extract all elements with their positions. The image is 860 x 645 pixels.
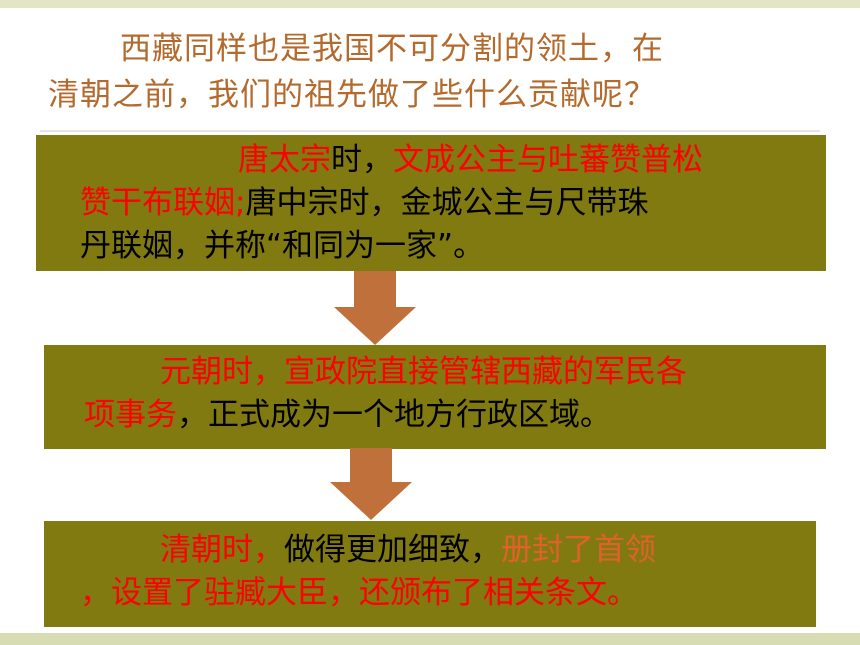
- qing-line-2: ，设置了驻臧大臣，还颁布了相关条文。: [80, 572, 656, 615]
- question-line-2: 清朝之前，我们的祖先做了些什么贡献呢？: [48, 77, 656, 113]
- yuan-line-1: 元朝时，宣政院直接管辖西藏的军民各: [84, 351, 687, 394]
- divider-line: [40, 130, 820, 132]
- question-text: 西藏同样也是我国不可分割的领土，在 清朝之前，我们的祖先做了些什么贡献呢？: [48, 26, 808, 118]
- down-arrow-icon: [334, 271, 416, 345]
- qing-text: 清朝时，: [160, 532, 284, 568]
- tang-line-2: 赞干布联姻;唐中宗时，金城公主与尺带珠: [80, 185, 649, 221]
- qing-line-1: 清朝时，做得更加细致，册封了首领: [160, 532, 656, 568]
- tang-line-1: 唐太宗时，文成公主与吐蕃赞普松: [238, 142, 703, 178]
- qing-dynasty-box: 清朝时，做得更加细致，册封了首领 ，设置了驻臧大臣，还颁布了相关条文。: [44, 521, 816, 627]
- yuan-line-2: 项事务，正式成为一个地方行政区域。: [84, 397, 611, 433]
- yuan-text: 元朝时，: [160, 354, 284, 390]
- wencheng-text: 文成公主与吐蕃赞普松: [393, 142, 703, 178]
- tang-line-3: 丹联姻，并称“和同为一家”。: [80, 228, 485, 264]
- tang-taizong-text: 唐太宗: [238, 142, 331, 178]
- tang-dynasty-box: 唐太宗时，文成公主与吐蕃赞普松 赞干布联姻;唐中宗时，金城公主与尺带珠 丹联姻，…: [36, 135, 826, 271]
- zhuzang-text: ，设置了驻臧大臣，还颁布了相关条文。: [80, 575, 638, 611]
- top-decor-band: [0, 0, 860, 8]
- bottom-decor-band: [0, 633, 860, 645]
- question-line-1: 西藏同样也是我国不可分割的领土，在: [120, 31, 664, 67]
- down-arrow-icon: [330, 448, 412, 520]
- yuan-dynasty-box: 元朝时，宣政院直接管辖西藏的军民各 项事务，正式成为一个地方行政区域。: [44, 345, 826, 449]
- songtsen-text: 赞干布联姻;: [80, 185, 246, 221]
- cefeng-text: 册封了首领: [501, 532, 656, 568]
- xuanzheng-text: 宣政院直接管辖西藏的军民各: [284, 354, 687, 390]
